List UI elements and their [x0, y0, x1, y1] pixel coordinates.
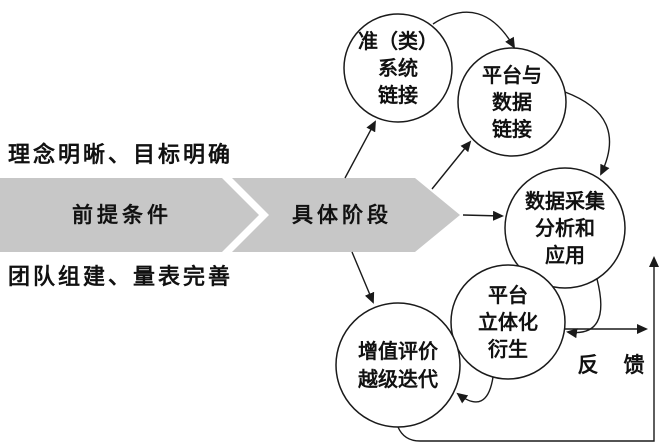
node-data-collection: 数据采集 分析和 应用	[504, 167, 626, 289]
banner-segment-prerequisites	[0, 178, 259, 252]
arrow-banner-to-value-added	[351, 251, 375, 304]
node-label-line: 数据采集	[525, 189, 606, 213]
node-label-line: 应用	[545, 243, 585, 267]
node-platform-3d-circle	[450, 264, 566, 380]
node-label-line: 平台	[488, 283, 528, 307]
arrow-banner-to-data-collection	[462, 210, 504, 221]
arrow-platform-3d-to-value-added	[456, 376, 494, 404]
banner-label-stages: 具体阶段	[292, 203, 392, 227]
node-label-line: 立体化	[478, 310, 538, 334]
arrow-data-collection-to-platform-3d	[566, 278, 602, 339]
node-label-line: 平台与	[482, 63, 542, 87]
node-label-line: 准（类）	[358, 29, 438, 53]
node-label-line: 衍生	[488, 337, 528, 361]
node-label-line: 越级迭代	[357, 367, 438, 391]
node-label-line: 数据	[492, 90, 532, 114]
node-quasi-system-link-circle	[343, 13, 453, 123]
banner-label-prerequisites: 前提条件	[72, 203, 172, 227]
node-label-line: 系统	[378, 56, 418, 80]
banner-segment-stages	[232, 178, 460, 252]
arrow-platform-data-to-data-collection	[564, 91, 611, 176]
node-platform-3d: 平台 立体化 衍生	[450, 264, 566, 380]
node-label-line: 分析和	[535, 217, 595, 240]
arrow-banner-to-platform-data	[431, 140, 472, 190]
node-quasi-system-link: 准（类） 系统 链接	[343, 13, 453, 123]
node-data-collection-circle	[504, 167, 626, 289]
node-label-line: 链接	[492, 117, 532, 141]
feedback-line-bottom	[397, 256, 659, 442]
arrow-banner-to-quasi-system	[344, 120, 376, 179]
node-value-added: 增值评价 越级迭代	[335, 302, 461, 428]
label-team-scale: 团队组建、量表完善	[8, 264, 233, 289]
label-concept-goals: 理念明晰、目标明确	[8, 142, 233, 167]
node-value-added-circle	[335, 302, 461, 428]
arrow-quasi-to-platform-data	[432, 11, 516, 49]
node-platform-data-link: 平台与 数据 链接	[457, 47, 567, 157]
node-label-line: 增值评价	[358, 339, 439, 363]
node-label-line: 链接	[378, 83, 418, 107]
feedback-label: 反 馈	[578, 353, 647, 377]
node-platform-data-link-circle	[457, 47, 567, 157]
